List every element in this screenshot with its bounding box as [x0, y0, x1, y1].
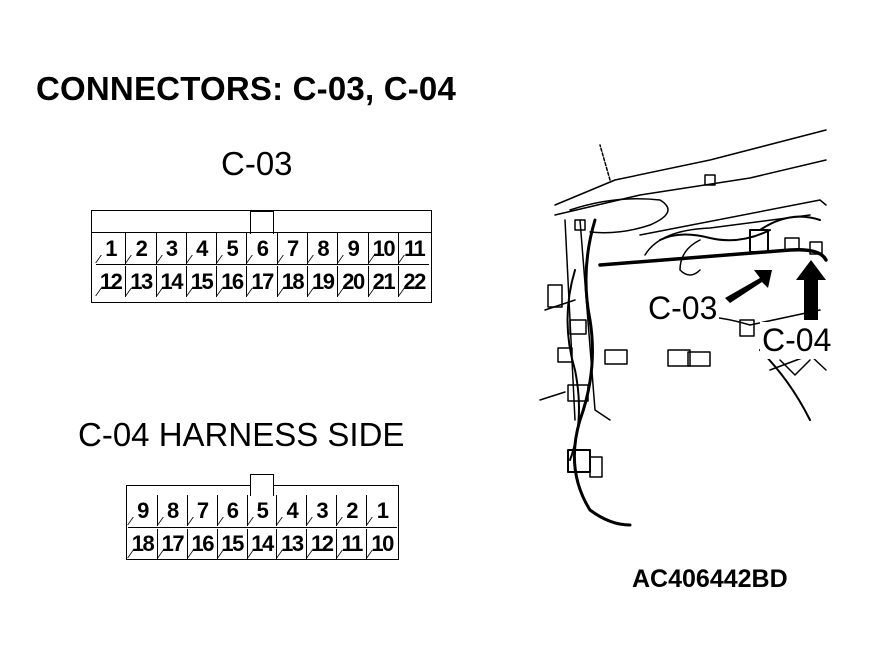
pin-cell: 5 — [217, 233, 248, 264]
c04-row-divider — [128, 527, 397, 528]
pin-cell: 5 — [248, 495, 278, 526]
pin-cell: 13 — [277, 529, 308, 559]
pin-cell: 6 — [218, 495, 248, 526]
pin-cell: 10 — [367, 529, 397, 559]
pin-cell: 17 — [247, 266, 278, 297]
pin-cell: 7 — [188, 495, 218, 526]
pin-cell: 12 — [96, 266, 127, 297]
pin-cell: 11 — [399, 233, 429, 264]
pin-cell: 18 — [128, 529, 158, 559]
c03-callout: C-03 — [646, 290, 720, 327]
c04-callout: C-04 — [760, 322, 834, 359]
pin-cell: 22 — [399, 266, 429, 297]
pin-cell: 10 — [369, 233, 399, 264]
c03-latch — [250, 211, 274, 234]
pin-cell: 19 — [308, 266, 339, 297]
pin-cell: 17 — [158, 529, 188, 559]
pin-cell: 1 — [367, 495, 397, 526]
pin-cell: 8 — [158, 495, 188, 526]
pin-cell: 18 — [278, 266, 309, 297]
c03-row-divider — [96, 264, 429, 265]
pin-cell: 2 — [337, 495, 368, 526]
pin-cell: 3 — [307, 495, 338, 526]
pin-cell: 21 — [369, 266, 399, 297]
pin-cell: 14 — [157, 266, 187, 297]
pin-cell: 16 — [217, 266, 248, 297]
pin-cell: 9 — [338, 233, 369, 264]
pin-cell: 14 — [248, 529, 278, 559]
pin-cell: 4 — [277, 495, 308, 526]
dashboard-illustration — [539, 129, 828, 527]
c04-latch — [250, 474, 274, 496]
pin-cell: 7 — [278, 233, 309, 264]
pin-cell: 13 — [126, 266, 157, 297]
pin-cell: 6 — [247, 233, 278, 264]
c04-label: C-04 HARNESS SIDE — [78, 416, 405, 453]
pin-cell: 2 — [126, 233, 157, 264]
pin-cell: 12 — [307, 529, 338, 559]
c03-label: C-03 — [221, 145, 293, 182]
diagram-title: CONNECTORS: C-03, C-04 — [36, 70, 457, 107]
pin-cell: 3 — [157, 233, 187, 264]
pin-cell: 16 — [188, 529, 218, 559]
pin-cell: 1 — [96, 233, 127, 264]
pin-cell: 8 — [308, 233, 339, 264]
pin-cell: 15 — [187, 266, 218, 297]
pin-cell: 4 — [187, 233, 218, 264]
figure-code: AC406442BD — [632, 565, 788, 593]
pin-cell: 11 — [337, 529, 368, 559]
pin-cell: 9 — [128, 495, 158, 526]
pin-cell: 20 — [338, 266, 369, 297]
pin-cell: 15 — [218, 529, 248, 559]
